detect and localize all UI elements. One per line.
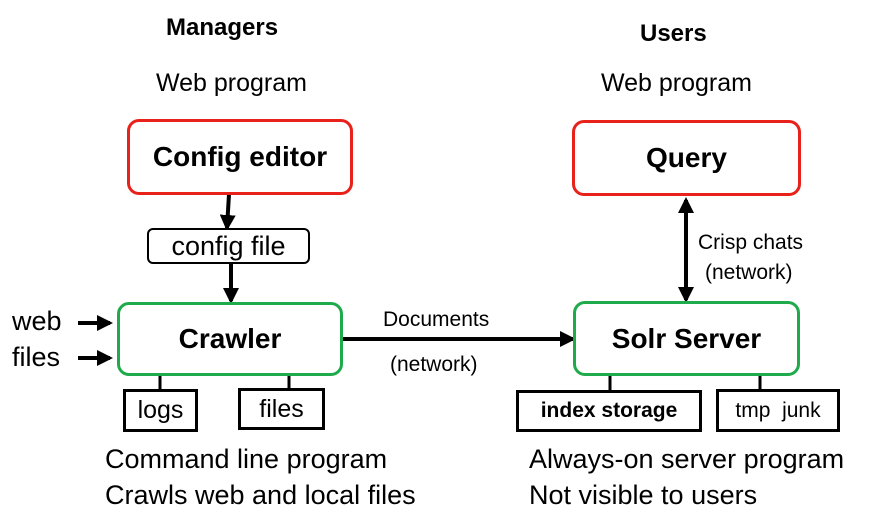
crawler-files-box: files bbox=[238, 388, 325, 430]
query-label: Query bbox=[646, 142, 727, 173]
logs-box: logs bbox=[123, 389, 198, 432]
crawler-desc-line2: Crawls web and local files bbox=[105, 480, 416, 510]
index-storage-box: index storage bbox=[516, 390, 702, 432]
users-subheading: Web program bbox=[601, 69, 752, 97]
crawler-desc-line1: Command line program bbox=[105, 444, 388, 474]
solr-desc-line2: Not visible to users bbox=[529, 480, 758, 510]
solr-desc-line1: Always-on server program bbox=[529, 444, 845, 474]
managers-subheading: Web program bbox=[156, 69, 307, 97]
query-box: Query bbox=[572, 120, 801, 196]
solr-server-label: Solr Server bbox=[611, 322, 762, 354]
solr-server-box: Solr Server bbox=[573, 301, 800, 376]
crisp-network-label: (network) bbox=[705, 261, 793, 284]
documents-network-label: (network) bbox=[390, 353, 478, 376]
config-file-box: config file bbox=[147, 228, 310, 264]
tmp-junk-box: tmp junk bbox=[716, 389, 840, 432]
crawler-box: Crawler bbox=[117, 302, 343, 376]
logs-label: logs bbox=[137, 396, 184, 424]
config-editor-label: Config editor bbox=[152, 141, 328, 172]
config-file-label: config file bbox=[171, 230, 286, 261]
crisp-chats-label: Crisp chats bbox=[698, 231, 804, 254]
web-input-label: web bbox=[12, 306, 62, 336]
index-storage-label: index storage bbox=[540, 399, 678, 422]
crawler-label: Crawler bbox=[178, 323, 282, 354]
managers-heading: Managers bbox=[166, 14, 279, 41]
tmp-junk-label: tmp junk bbox=[735, 398, 821, 422]
users-heading: Users bbox=[640, 20, 707, 47]
editor-to-configfile-arrow bbox=[219, 193, 236, 231]
crawler-files-label: files bbox=[259, 394, 304, 423]
config-editor-box: Config editor bbox=[127, 119, 353, 195]
documents-label: Documents bbox=[383, 308, 490, 331]
files-input-label: files bbox=[12, 342, 61, 372]
